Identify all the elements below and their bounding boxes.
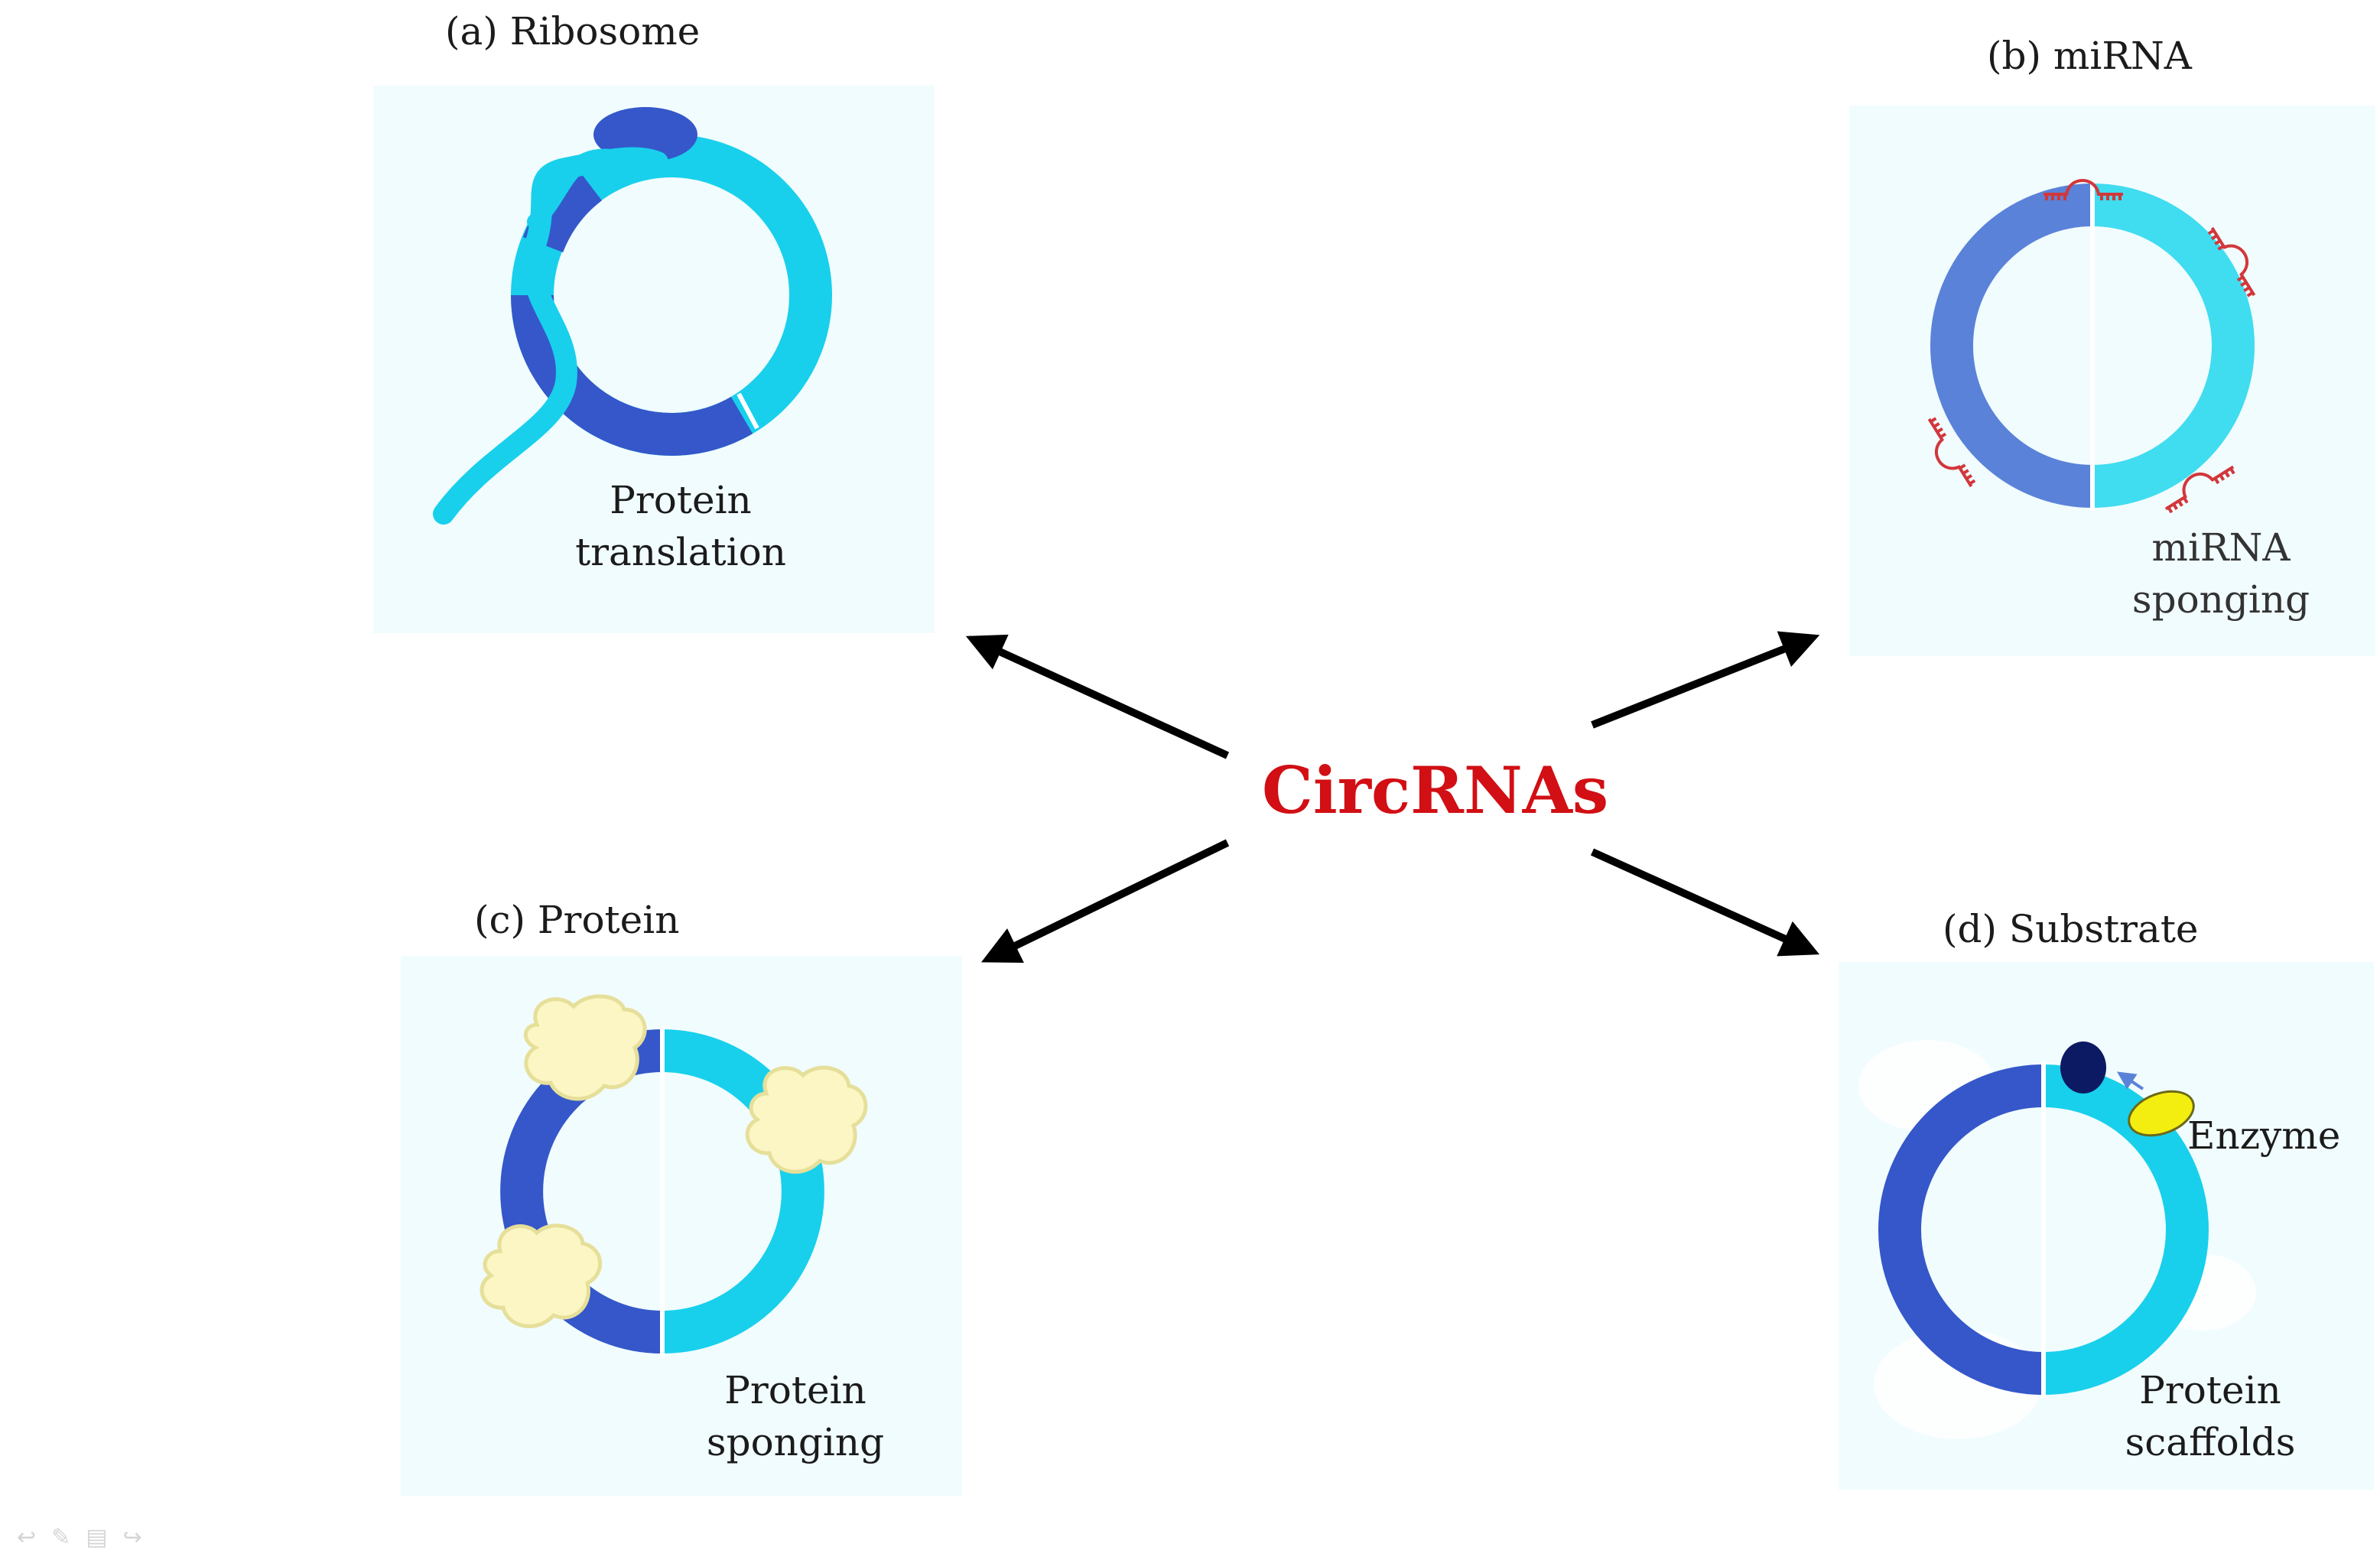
- caption-line: translation: [575, 530, 786, 574]
- caption-line: Protein: [724, 1368, 866, 1412]
- circrna-ring-scaffold: [1858, 1040, 2256, 1439]
- arrow-to-panel-d: [1590, 848, 1820, 957]
- heading-ribosome: (a) Ribosome: [445, 9, 701, 54]
- mirna-icon: [2207, 226, 2256, 297]
- protein-icon: [745, 1065, 868, 1174]
- slide-navigation: ↩ ✎ ▤ ↪: [17, 1526, 142, 1549]
- enzyme-label: Enzyme: [2187, 1113, 2341, 1158]
- protein-icon: [480, 1224, 602, 1328]
- arrow-to-panel-b: [1591, 631, 1820, 729]
- back-icon[interactable]: ↩: [17, 1524, 37, 1551]
- caption-line: Protein: [610, 478, 752, 522]
- caption-line: Protein: [2139, 1368, 2281, 1412]
- arrow-to-panel-a: [965, 634, 1230, 759]
- arrow-to-panel-c: [981, 839, 1230, 964]
- slide-icon[interactable]: ▤: [86, 1524, 108, 1551]
- caption-line: scaffolds: [2125, 1420, 2296, 1464]
- protein-icon: [524, 994, 647, 1101]
- caption-line: miRNA: [2151, 525, 2291, 570]
- mirna-icon: [1927, 417, 1976, 488]
- caption-protein-sponging: Protein sponging: [673, 1364, 918, 1468]
- heading-mirna: (b) miRNA: [1987, 34, 2192, 78]
- pen-icon[interactable]: ✎: [51, 1524, 71, 1551]
- caption-line: sponging: [706, 1420, 885, 1464]
- caption-protein-translation: Protein translation: [535, 474, 826, 578]
- heading-substrate: (d) Substrate: [1943, 907, 2199, 951]
- circrna-ring-protein: [480, 994, 868, 1357]
- caption-mirna-sponging: miRNA sponging: [2099, 522, 2343, 626]
- caption-line: sponging: [2131, 577, 2310, 622]
- circrnas-title: CircRNAs: [1262, 752, 1609, 828]
- enzyme-icon: [2128, 1090, 2195, 1137]
- heading-protein: (c) Protein: [474, 898, 680, 942]
- circrna-ring-translation: [433, 107, 832, 525]
- mirna-icon: [2043, 179, 2123, 200]
- caption-protein-scaffolds: Protein scaffolds: [2088, 1364, 2333, 1468]
- substrate-icon: [2060, 1042, 2106, 1094]
- mirna-icon: [2164, 465, 2235, 514]
- circrna-ring-mirna: [1927, 179, 2256, 514]
- forward-icon[interactable]: ↪: [122, 1524, 142, 1551]
